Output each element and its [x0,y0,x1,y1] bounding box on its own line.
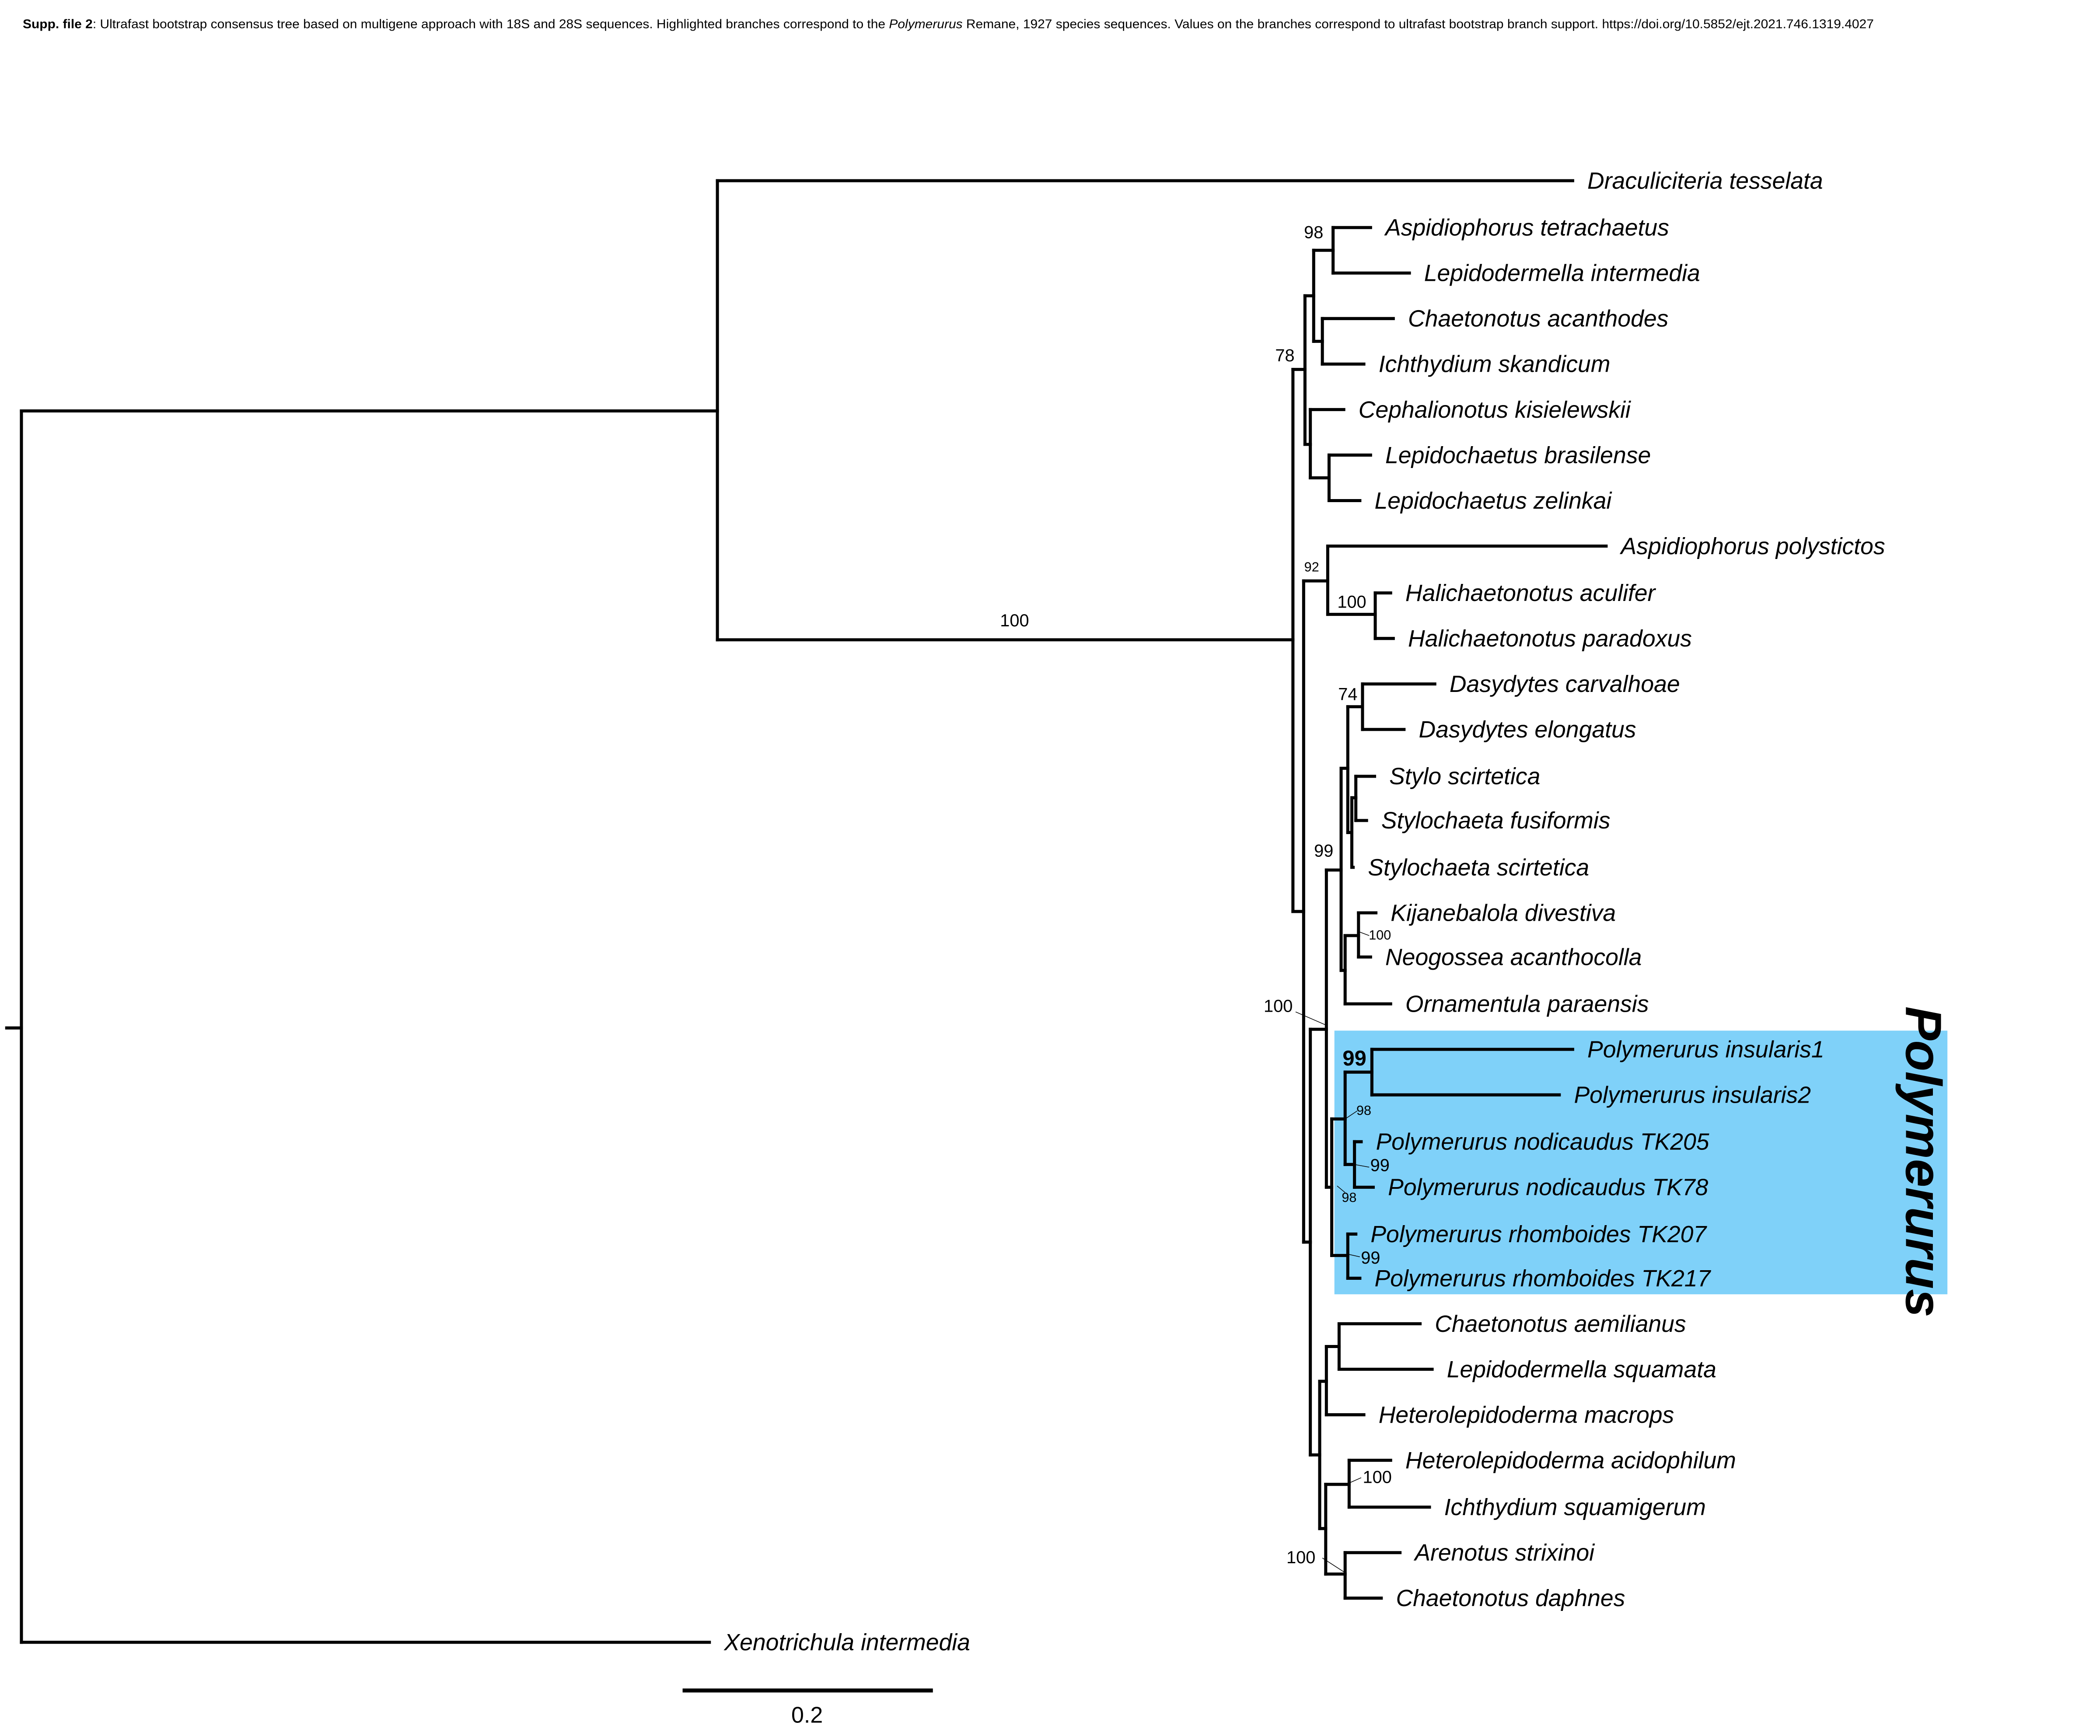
taxon-label: Halichaetonotus aculifer [1405,580,1656,606]
taxon-label: Heterolepidoderma acidophilum [1405,1448,1736,1474]
support-value: 98 [1356,1103,1371,1118]
taxon-label: Polymerurus rhomboides TK207 [1370,1222,1707,1247]
taxon-label: Polymerurus insularis1 [1587,1037,1824,1063]
support-pointer [1354,1164,1370,1168]
support-pointer [1295,1011,1327,1026]
support-pointer [1349,1477,1362,1484]
taxon-label: Xenotrichula intermedia [723,1630,970,1656]
taxon-label: Arenotus strixinoi [1413,1540,1595,1566]
taxon-label: Halichaetonotus paradoxus [1408,626,1692,652]
taxon-label: Ichthydium squamigerum [1444,1495,1706,1520]
taxon-label: Draculiciteria tesselata [1587,168,1823,194]
polymerurus-clade-label: Polymerurus [1895,1006,1952,1317]
polymerurus-highlight-box [1334,1030,1948,1295]
taxon-label: Chaetonotus daphnes [1396,1586,1625,1611]
taxon-label: Stylo scirtetica [1389,764,1540,789]
support-value: 74 [1338,685,1357,704]
support-value: 100 [1286,1548,1315,1567]
support-pointer [1345,1111,1358,1119]
taxon-label: Dasydytes elongatus [1419,717,1636,743]
taxon-label: Kijanebalola divestiva [1391,900,1616,926]
support-value: 99 [1342,1047,1366,1070]
taxon-label: Chaetonotus acanthodes [1408,306,1668,332]
caption: Supp. file 2: Ultrafast bootstrap consen… [23,17,1874,31]
support-value: 100 [1369,928,1391,943]
support-values: 100 98 78 92 100 74 99 100 100 99 98 99 98 99 100 100 [1000,223,1392,1568]
taxon-label: Aspidiophorus tetrachaetus [1384,215,1669,241]
support-value: 99 [1370,1156,1390,1175]
taxon-label: Cephalionotus kisielewskii [1359,397,1632,423]
taxon-label: Lepidochaetus zelinkai [1375,488,1613,514]
taxon-label: Aspidiophorus polystictos [1620,534,1885,559]
taxon-label: Lepidodermella squamata [1447,1357,1716,1383]
taxon-label: Polymerurus rhomboides TK217 [1375,1266,1712,1292]
support-pointer [1348,1254,1360,1257]
caption-text: : Ultrafast bootstrap consensus tree bas… [93,17,889,31]
taxon-label: Heterolepidoderma macrops [1379,1402,1674,1428]
support-pointer [1358,931,1370,936]
taxon-label: Stylochaeta fusiformis [1381,808,1611,834]
taxon-label: Polymerurus nodicaudus TK205 [1376,1129,1709,1155]
support-value: 99 [1314,841,1333,860]
taxon-label: Ornamentula paraensis [1405,991,1649,1017]
support-value: 100 [1000,611,1029,630]
support-pointer [1322,1558,1345,1573]
taxon-label: Chaetonotus aemilianus [1435,1311,1686,1337]
taxon-label: Lepidochaetus brasilense [1385,443,1651,468]
support-value: 98 [1304,223,1323,242]
taxon-label: Lepidodermella intermedia [1424,261,1700,286]
support-value: 92 [1304,560,1319,575]
taxon-label: Polymerurus nodicaudus TK78 [1388,1175,1708,1201]
scale-bar-label: 0.2 [791,1702,823,1728]
support-value: 100 [1264,996,1293,1016]
taxon-label: Dasydytes carvalhoae [1450,671,1680,697]
taxon-label: Neogossea acanthocolla [1385,944,1642,970]
support-value: 100 [1363,1468,1391,1487]
taxon-label: Polymerurus insularis2 [1574,1083,1811,1108]
support-value: 78 [1275,346,1294,365]
support-value: 98 [1342,1190,1356,1205]
taxon-label: Ichthydium skandicum [1379,352,1611,377]
caption-genus: Polymerurus [889,17,962,31]
tree-branches [5,179,1608,1644]
caption-label: Supp. file 2 [23,17,93,31]
support-value: 100 [1337,592,1366,611]
caption-text-end: Remane, 1927 species sequences. Values o… [963,17,1874,31]
support-pointer [1337,1185,1345,1193]
support-value: 99 [1361,1248,1380,1268]
taxon-label: Stylochaeta scirtetica [1368,855,1589,880]
